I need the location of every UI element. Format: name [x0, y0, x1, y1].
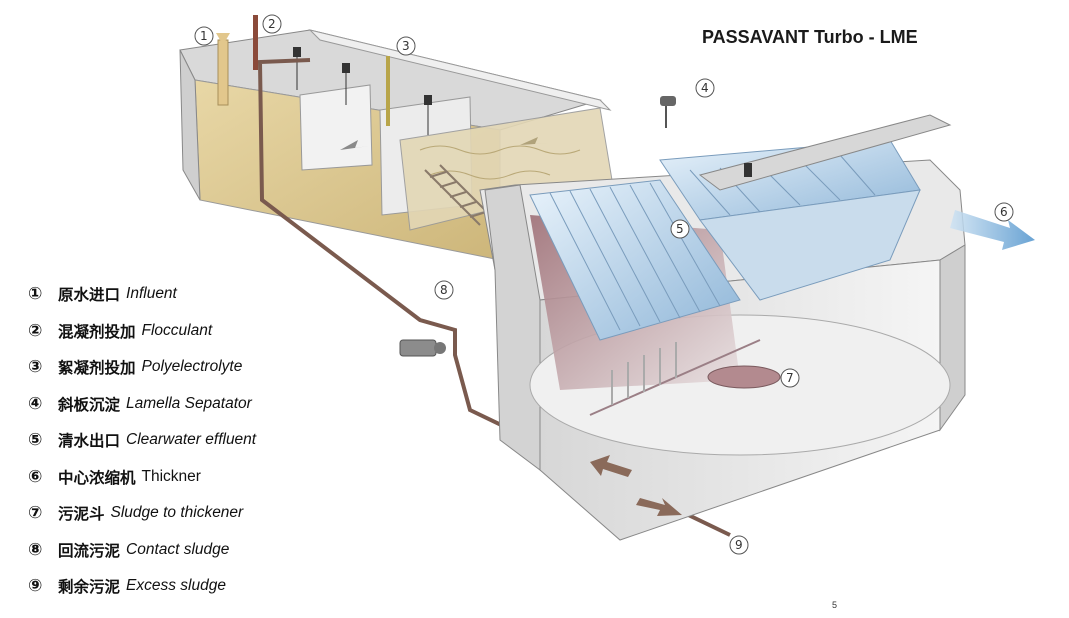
callout-9-label: 9 — [735, 538, 743, 552]
legend-number: ② — [28, 320, 43, 341]
legend-item-clearwater-effluent: ⑤ 清水出口 Clearwater effluent — [28, 422, 358, 459]
polyelectrolyte-pipe — [386, 56, 390, 126]
legend-item-polyelectrolyte: ③ 絮凝剂投加 Polyelectrolyte — [28, 349, 358, 386]
legend-label-zh: 回流污泥 — [58, 541, 121, 560]
legend-label-en: Sludge to thickener — [110, 504, 244, 522]
legend-label-zh: 絮凝剂投加 — [58, 359, 136, 378]
legend-item-excess-sludge: ⑨ 剩余污泥 Excess sludge — [28, 568, 358, 605]
callout-8-label: 8 — [440, 283, 448, 297]
callout-6-label: 6 — [1000, 205, 1008, 219]
diagram-title: PASSAVANT Turbo - LME — [702, 27, 918, 47]
legend-number: ⑥ — [28, 466, 43, 487]
callout-8: 8 — [434, 280, 454, 300]
lamella-actuator — [660, 96, 676, 128]
sludge-hopper — [707, 365, 781, 389]
legend-label-en: Polyelectrolyte — [141, 358, 243, 376]
legend-label-en: Flocculant — [141, 321, 213, 339]
legend-label-en: Influent — [126, 285, 177, 303]
callout-7-label: 7 — [786, 371, 794, 385]
callout-4: 4 — [695, 78, 715, 98]
callout-2-label: 2 — [268, 17, 276, 31]
mixing-basin — [179, 29, 613, 261]
legend-item-contact-sludge: ⑧ 回流污泥 Contact sludge — [28, 532, 358, 569]
influent-pipe — [216, 33, 230, 106]
legend: ① 原水进口 Influent ② 混凝剂投加 Flocculant ③ 絮凝剂… — [28, 276, 358, 605]
legend-item-thickener: ⑥ 中心浓缩机 Thickner — [28, 459, 358, 496]
legend-number: ⑦ — [28, 503, 43, 524]
callout-7: 7 — [780, 368, 800, 388]
effluent-arrow — [950, 210, 1035, 250]
legend-label-en: Lamella Sepatator — [126, 394, 252, 412]
legend-label-zh: 斜板沉淀 — [58, 395, 121, 414]
legend-item-influent: ① 原水进口 Influent — [28, 276, 358, 313]
legend-number: ⑤ — [28, 430, 43, 451]
sludge-return-line — [257, 58, 731, 537]
callout-3: 3 — [396, 36, 416, 56]
legend-label-zh: 剩余污泥 — [58, 578, 121, 597]
callout-1-label: 1 — [200, 29, 208, 43]
sludge-flow-arrows — [590, 455, 682, 516]
legend-label-en: Excess sludge — [126, 577, 226, 595]
legend-item-sludge-hopper: ⑦ 污泥斗 Sludge to thickener — [28, 495, 358, 532]
callout-1: 1 — [194, 26, 214, 46]
callout-4-label: 4 — [701, 81, 709, 95]
legend-number: ③ — [28, 357, 43, 378]
legend-number: ⑨ — [28, 576, 43, 597]
legend-label-en: Contact sludge — [126, 540, 230, 558]
callout-5-label: 5 — [676, 222, 684, 236]
callout-3-label: 3 — [402, 39, 410, 53]
legend-label-en: Thickner — [141, 467, 201, 485]
legend-label-zh: 中心浓缩机 — [58, 468, 136, 487]
legend-label-en: Clearwater effluent — [126, 431, 257, 449]
legend-number: ① — [28, 284, 43, 305]
callout-6: 6 — [994, 202, 1014, 222]
legend-label-zh: 原水进口 — [58, 286, 121, 305]
callout-2: 2 — [262, 14, 282, 34]
callout-9: 9 — [729, 535, 749, 555]
legend-label-zh: 混凝剂投加 — [58, 322, 136, 341]
legend-item-flocculant: ② 混凝剂投加 Flocculant — [28, 313, 358, 350]
legend-label-zh: 污泥斗 — [58, 505, 105, 524]
lamella-plates — [529, 114, 952, 341]
flocculant-pipe — [253, 15, 258, 70]
legend-number: ⑧ — [28, 539, 43, 560]
return-pump — [399, 339, 446, 357]
legend-item-lamella-separator: ④ 斜板沉淀 Lamella Sepatator — [28, 386, 358, 423]
legend-number: ④ — [28, 393, 43, 414]
page-number: 5 — [832, 600, 838, 610]
callout-5: 5 — [670, 219, 690, 239]
legend-label-zh: 清水出口 — [58, 432, 121, 451]
